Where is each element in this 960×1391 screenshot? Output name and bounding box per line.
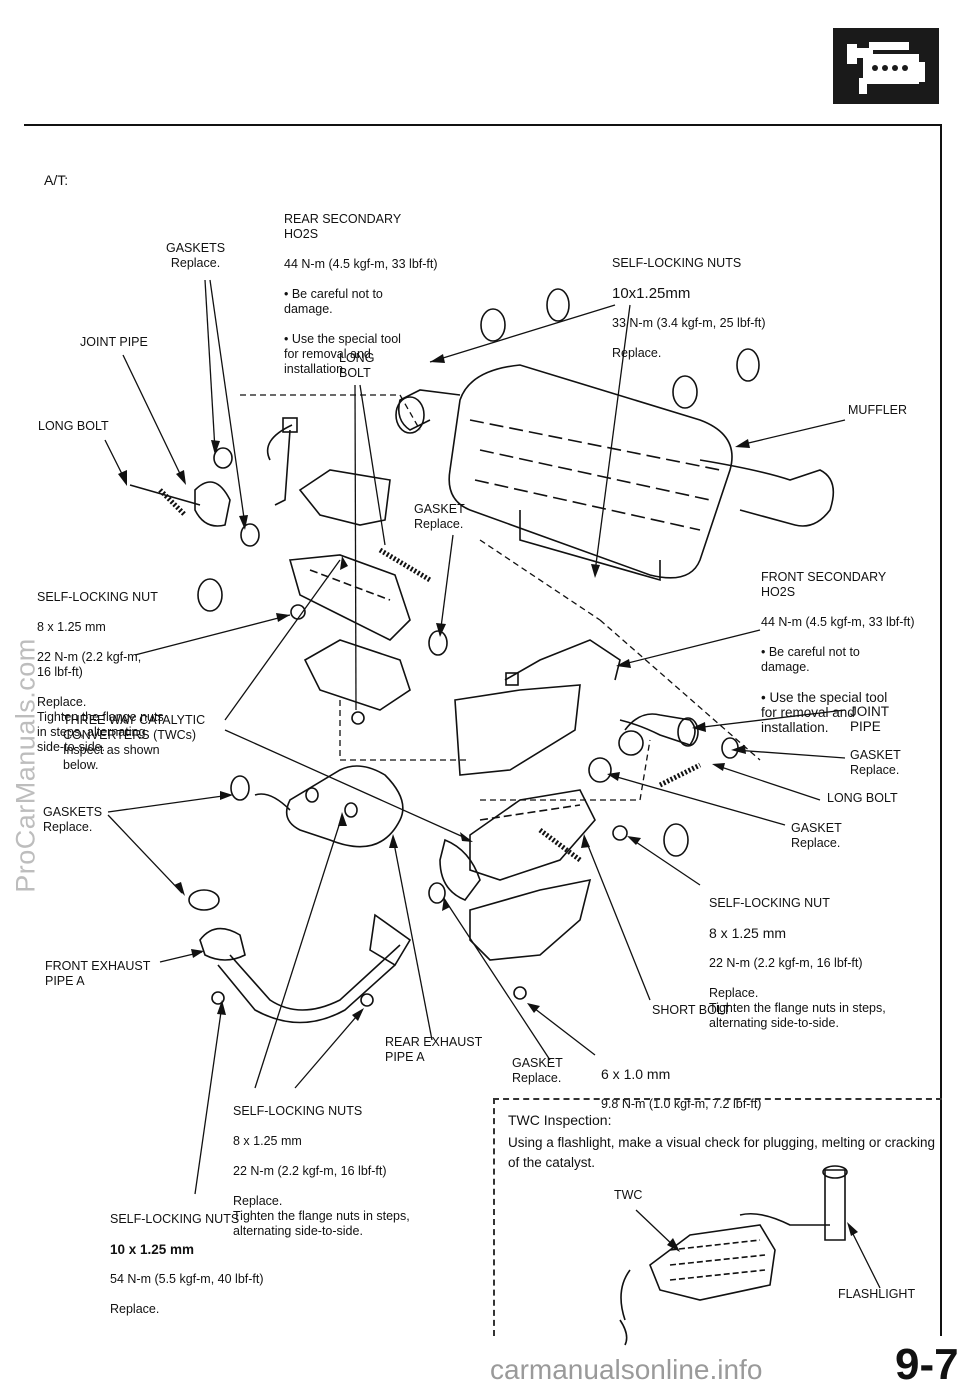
rear-ho2s-note1: • Be careful not to damage. [284, 287, 383, 316]
long-bolt-left-label: LONG BOLT [38, 419, 109, 433]
twc-inspection-text: Using a flashlight, make a visual check … [508, 1135, 935, 1170]
self-locking-nut-right-label: SELF-LOCKING NUT 8 x 1.25 mm 22 N-m (2.2… [709, 881, 886, 1046]
self-locking-nuts-top-note: Replace. [612, 346, 662, 360]
self-locking-nuts-10-note: Replace. [110, 1302, 160, 1316]
muffler-label: MUFFLER [848, 403, 908, 417]
long-bolt-center-label: LONG BOLT [339, 351, 375, 380]
self-locking-nuts-10-label: SELF-LOCKING NUTS 10 x 1.25 mm 54 N-m (5… [110, 1197, 264, 1332]
rear-ho2s-title: REAR SECONDARY HO2S [284, 212, 402, 241]
rear-exhaust-pipe-label: REAR EXHAUST PIPE A [385, 1035, 483, 1064]
page-frame [24, 124, 942, 1336]
self-locking-nuts-10-title: SELF-LOCKING NUTS [110, 1212, 240, 1226]
self-locking-nuts-bottom-size: 8 x 1.25 mm [233, 1134, 302, 1148]
bottom-watermark: carmanualsonline.info [490, 1354, 763, 1385]
self-locking-nut-right-torque: 22 N-m (2.2 kgf-m, 16 lbf-ft) [709, 956, 863, 970]
self-locking-nuts-bottom-torque: 22 N-m (2.2 kgf-m, 16 lbf-ft) [233, 1164, 387, 1178]
front-ho2s-torque: 44 N-m (4.5 kgf-m, 33 lbf-ft) [761, 615, 915, 629]
front-ho2s-label: FRONT SECONDARY HO2S 44 N-m (4.5 kgf-m, … [761, 555, 915, 750]
gasket-right-2-label: GASKET Replace. [791, 821, 842, 850]
page-number: 9-7 [895, 1340, 959, 1389]
joint-pipe-left-label: JOINT PIPE [80, 335, 148, 349]
self-locking-nut-left-size: 8 x 1.25 mm [37, 620, 106, 634]
gasket-right-1-label: GASKET Replace. [850, 748, 901, 777]
twc-inspection-box [493, 1098, 942, 1336]
front-exhaust-pipe-label: FRONT EXHAUST PIPE A [45, 959, 151, 988]
short-bolt-size: 6 x 1.0 mm [601, 1066, 671, 1082]
muffler-drawing [395, 364, 835, 582]
self-locking-nuts-bottom-label: SELF-LOCKING NUTS 8 x 1.25 mm 22 N-m (2.… [233, 1089, 410, 1254]
short-bolt-torque: 9.8 N-m (1.0 kgf-m, 7.2 lbf-ft) [601, 1097, 762, 1111]
self-locking-nut-left-note: Replace. Tighten the flange nuts in step… [37, 695, 164, 754]
twc-inspection-figure [619, 1165, 881, 1346]
side-watermark: ProCarManuals.com [6, 480, 46, 1060]
rear-ho2s-note2: • Use the special tool for removal and i… [284, 332, 401, 376]
front-ho2s-title: FRONT SECONDARY HO2S [761, 570, 887, 599]
engine-section-icon [833, 28, 939, 104]
gasket-bottom-label: GASKET Replace. [512, 1056, 563, 1085]
side-watermark-text: ProCarManuals.com [10, 638, 41, 893]
self-locking-nut-right-title: SELF-LOCKING NUT [709, 896, 830, 910]
self-locking-nuts-top-torque: 33 N-m (3.4 kgf-m, 25 lbf-ft) [612, 316, 766, 330]
self-locking-nut-left-label: SELF-LOCKING NUT 8 x 1.25 mm 22 N-m (2.2… [37, 575, 164, 770]
rear-ho2s-torque: 44 N-m (4.5 kgf-m, 33 lbf-ft) [284, 257, 438, 271]
self-locking-nuts-top-size: 10x1.25mm [612, 285, 691, 302]
self-locking-nuts-top-label: SELF-LOCKING NUTS 10x1.25mm 33 N-m (3.4 … [612, 241, 766, 376]
rear-ho2s-label: REAR SECONDARY HO2S 44 N-m (4.5 kgf-m, 3… [284, 197, 438, 392]
front-ho2s-note2: • Use the special tool for removal and i… [761, 690, 888, 735]
long-bolt-right-label: LONG BOLT [827, 791, 898, 805]
gaskets-left-label: GASKETS Replace. [43, 805, 103, 834]
self-locking-nuts-top-title: SELF-LOCKING NUTS [612, 256, 742, 270]
self-locking-nut-left-torque: 22 N-m (2.2 kgf-m, 16 lbf-ft) [37, 650, 142, 679]
gaskets-top-label: GASKETS Replace. [166, 241, 226, 270]
short-bolt-label: SHORT BOLT [652, 1003, 731, 1017]
self-locking-nuts-10-size: 10 x 1.25 mm [110, 1242, 195, 1257]
short-bolt-spec-label: 6 x 1.0 mm 9.8 N-m (1.0 kgf-m, 7.2 lbf-f… [601, 1052, 761, 1127]
joint-pipe-right-label: JOINT PIPE [850, 704, 889, 734]
gasket-center-label: GASKET Replace. [414, 502, 465, 531]
twc-inspection-twc-label: TWC [614, 1188, 643, 1202]
self-locking-nut-right-note: Replace. Tighten the flange nuts in step… [709, 986, 886, 1030]
self-locking-nuts-bottom-note: Replace. Tighten the flange nuts in step… [233, 1194, 410, 1238]
section-label: A/T: [44, 172, 69, 188]
twc-inspection-title: TWC Inspection: [508, 1112, 612, 1128]
self-locking-nut-right-size: 8 x 1.25 mm [709, 925, 787, 941]
self-locking-nuts-10-torque: 54 N-m (5.5 kgf-m, 40 lbf-ft) [110, 1272, 264, 1286]
self-locking-nuts-bottom-title: SELF-LOCKING NUTS [233, 1104, 363, 1118]
flashlight-label: FLASHLIGHT [838, 1287, 916, 1301]
twc-label: THREE WAY CATALYTIC CONVERTERS (TWCs) In… [63, 713, 206, 772]
front-ho2s-note1: • Be careful not to damage. [761, 645, 860, 674]
self-locking-nut-left-title: SELF-LOCKING NUT [37, 590, 158, 604]
